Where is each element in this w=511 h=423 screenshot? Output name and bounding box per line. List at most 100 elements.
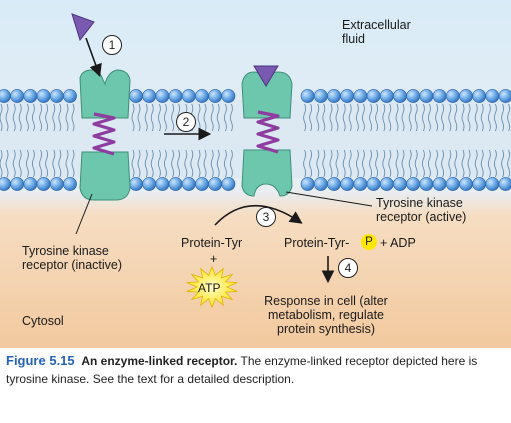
lipid-head — [472, 89, 487, 103]
lipid-head — [142, 177, 157, 191]
lipid-tail — [355, 149, 359, 178]
lipid-head — [366, 177, 381, 191]
lipid-tail — [335, 103, 339, 132]
lipid-tail — [421, 103, 425, 132]
lipid-tail — [493, 149, 497, 178]
lipid-tail — [421, 149, 425, 178]
lipid-heads-outer — [0, 89, 511, 103]
lipid-tail — [157, 149, 161, 178]
receptor-inactive-outer-domain — [79, 69, 131, 119]
lipid-tail — [487, 149, 491, 178]
label-adp: + ADP — [380, 236, 416, 250]
receptor-active-inner-domain — [241, 149, 293, 197]
ligand-bound — [253, 65, 279, 87]
lipid-tail — [303, 149, 307, 178]
lipid-tail — [369, 103, 373, 132]
lipid-tail — [467, 103, 471, 132]
lipid-tail — [197, 103, 201, 132]
lipid-tail — [163, 103, 167, 132]
atp-burst — [186, 265, 238, 309]
lipid-tail — [144, 103, 148, 132]
lipid-tail — [322, 103, 326, 132]
lipid-tail — [501, 103, 505, 132]
step-1-marker: 1 — [102, 35, 122, 55]
lipid-tail — [388, 149, 392, 178]
lipid-tail — [342, 149, 346, 178]
lipid-head — [432, 89, 447, 103]
lipid-tail — [316, 149, 320, 178]
lipid-tail — [216, 149, 220, 178]
lipid-tail — [58, 103, 62, 132]
lipid-tail — [401, 103, 405, 132]
lipid-head — [195, 177, 209, 191]
lipid-tail — [150, 149, 154, 178]
lipid-tail — [348, 149, 352, 178]
lipid-tail — [507, 149, 511, 178]
lipid-head — [353, 177, 368, 191]
lipid-head — [366, 89, 381, 103]
lipid-tail — [25, 103, 29, 132]
lipid-heads-inner — [0, 177, 511, 191]
lipid-tail — [309, 103, 313, 132]
lipid-tail — [171, 103, 175, 132]
lipid-head — [340, 89, 355, 103]
lipid-tail — [427, 149, 431, 178]
lipid-head — [406, 177, 421, 191]
lipid-tail — [461, 103, 465, 132]
lipid-tail — [210, 149, 214, 178]
lipid-tail — [65, 103, 69, 132]
lipid-tail — [52, 149, 56, 178]
leader-receptor-active — [285, 191, 373, 207]
lipid-tail — [210, 103, 214, 132]
lipid-tail — [39, 103, 43, 132]
lipid-tail — [157, 103, 161, 132]
lipid-tail — [348, 103, 352, 132]
lipid-tail — [487, 103, 491, 132]
lipid-head — [0, 177, 11, 191]
label-plus: + — [210, 252, 218, 266]
lipid-head — [459, 177, 473, 191]
lipid-tail — [25, 149, 29, 178]
lipid-tail — [131, 149, 135, 178]
lipid-tail — [0, 149, 3, 178]
lipid-tail — [369, 149, 373, 178]
lipid-head — [313, 89, 328, 103]
lipid-tail — [52, 103, 56, 132]
lipid-head — [353, 89, 368, 103]
lipid-tail — [480, 103, 484, 132]
lipid-tail — [216, 103, 220, 132]
lipid-head — [142, 89, 157, 103]
lipid-tail — [58, 149, 62, 178]
lipid-head — [49, 89, 64, 103]
lipid-tail — [163, 149, 167, 178]
caption-title: An enzyme-linked receptor. — [81, 354, 238, 368]
lipid-head — [498, 177, 511, 191]
receptor-inactive-helix — [92, 112, 116, 156]
lipid-head — [221, 89, 236, 103]
lipid-head — [195, 89, 209, 103]
lipid-head — [498, 89, 511, 103]
lipid-tail — [335, 149, 339, 178]
lipid-tail — [493, 103, 497, 132]
lipid-tail — [229, 149, 233, 178]
lipid-head — [300, 89, 315, 103]
lipid-head — [208, 177, 223, 191]
lipid-tail — [454, 103, 458, 132]
lipid-head — [379, 177, 394, 191]
lipid-tail — [203, 149, 207, 178]
lipid-tail — [414, 149, 418, 178]
lipid-head — [445, 177, 460, 191]
lipid-head — [155, 89, 170, 103]
lipid-head — [208, 89, 223, 103]
lipid-tail — [375, 103, 379, 132]
receptor-active — [241, 65, 293, 197]
lipid-head — [36, 177, 51, 191]
lipid-tail — [507, 103, 511, 132]
lipid-tail — [474, 149, 478, 178]
lipid-tail — [150, 103, 154, 132]
lipid-tail — [309, 149, 313, 178]
